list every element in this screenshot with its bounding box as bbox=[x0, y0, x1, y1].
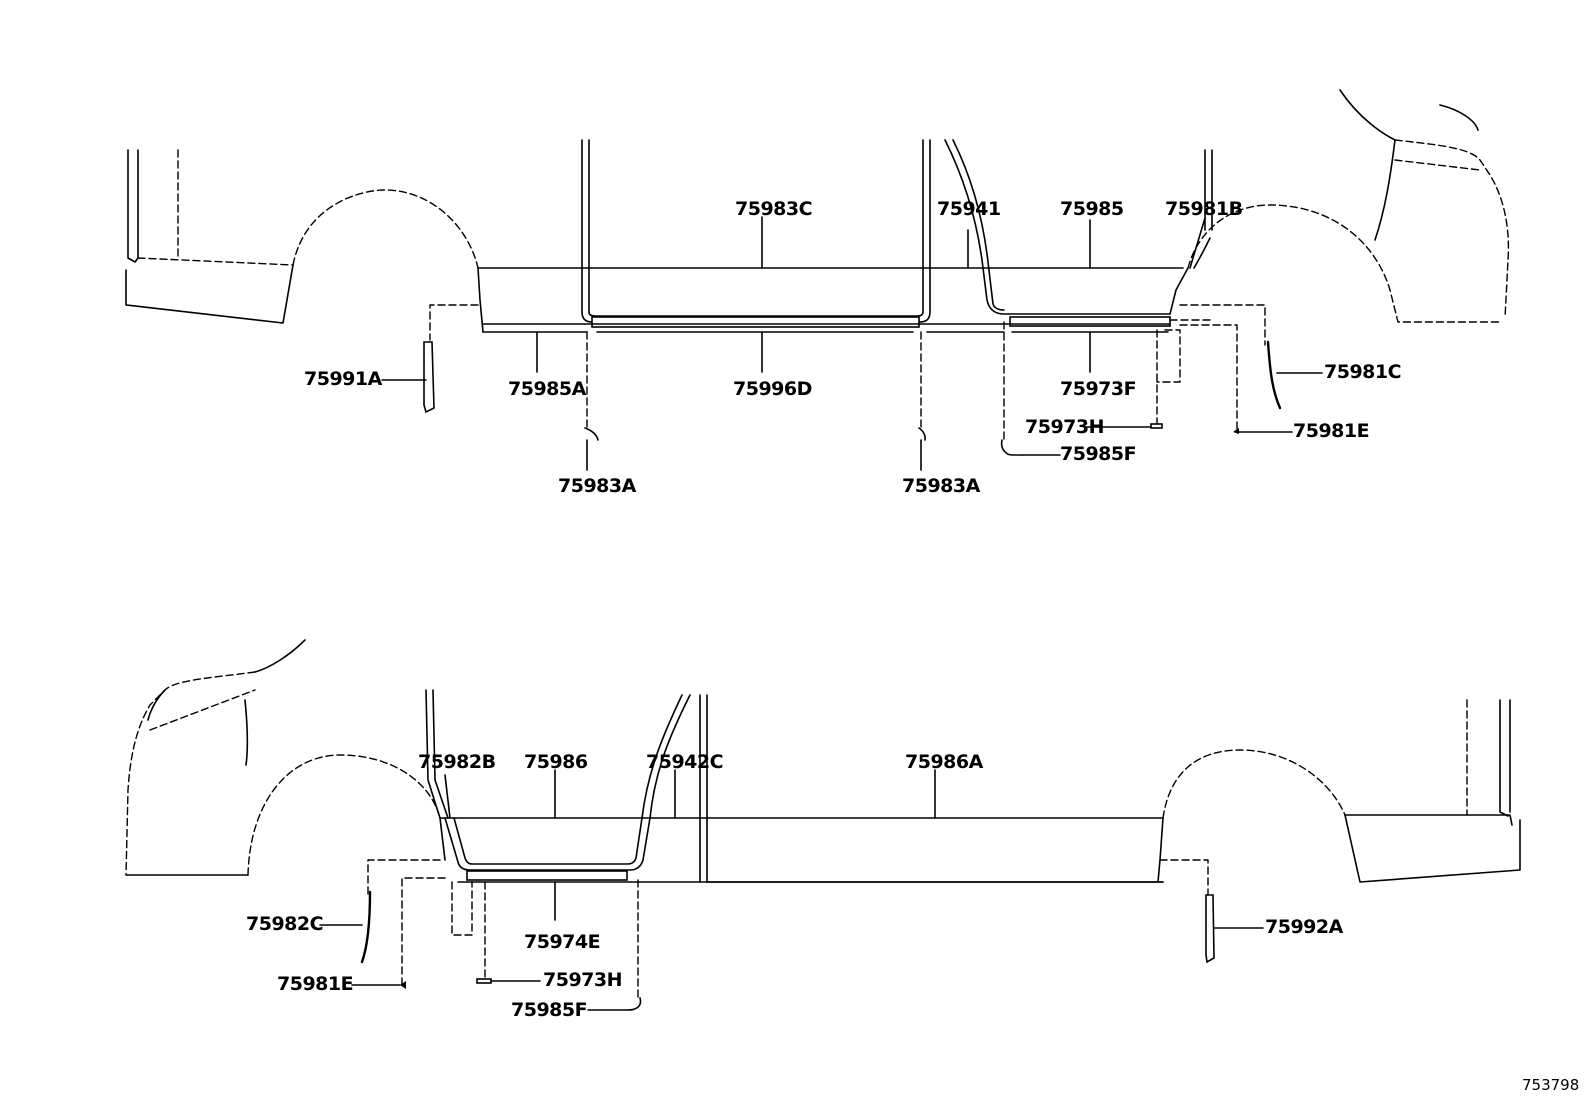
top-small-parts bbox=[423, 340, 1282, 456]
label-75973H-bottom: 75973H bbox=[543, 969, 622, 991]
label-75983A-right: 75983A bbox=[902, 475, 981, 497]
label-75983C: 75983C bbox=[735, 198, 812, 220]
bottom-label-leaders bbox=[319, 769, 1264, 1011]
label-75982B: 75982B bbox=[418, 751, 496, 773]
label-75983A-left: 75983A bbox=[558, 475, 637, 497]
bottom-dashed-leaders bbox=[367, 859, 1209, 1001]
label-75986: 75986 bbox=[524, 751, 588, 773]
label-75981E-bottom: 75981E bbox=[277, 973, 353, 995]
diagram-reference-number: 753798 bbox=[1522, 1076, 1579, 1094]
label-75996D: 75996D bbox=[733, 378, 812, 400]
bottom-small-parts bbox=[360, 890, 1215, 1011]
label-75941: 75941 bbox=[937, 198, 1001, 220]
label-75985: 75985 bbox=[1060, 198, 1124, 220]
label-75981C: 75981C bbox=[1324, 361, 1401, 383]
label-75985A: 75985A bbox=[508, 378, 587, 400]
label-75982C: 75982C bbox=[246, 913, 323, 935]
label-75974E: 75974E bbox=[524, 931, 600, 953]
label-75985F-bottom: 75985F bbox=[511, 999, 587, 1021]
label-75986A: 75986A bbox=[905, 751, 984, 773]
label-75991A: 75991A bbox=[304, 368, 383, 390]
top-vehicle-outline bbox=[125, 89, 1510, 333]
label-75981E-top: 75981E bbox=[1293, 420, 1369, 442]
top-label-leaders bbox=[381, 216, 1323, 471]
part-75991A-shape bbox=[423, 341, 435, 414]
label-75973H-top: 75973H bbox=[1025, 416, 1104, 438]
top-dashed-leaders bbox=[429, 304, 1266, 441]
label-75992A: 75992A bbox=[1265, 916, 1344, 938]
label-75985F-top: 75985F bbox=[1060, 443, 1136, 465]
label-75942C: 75942C bbox=[646, 751, 723, 773]
label-75973F: 75973F bbox=[1060, 378, 1136, 400]
bottom-vehicle-outline bbox=[125, 639, 1521, 883]
label-75981B: 75981B bbox=[1165, 198, 1243, 220]
